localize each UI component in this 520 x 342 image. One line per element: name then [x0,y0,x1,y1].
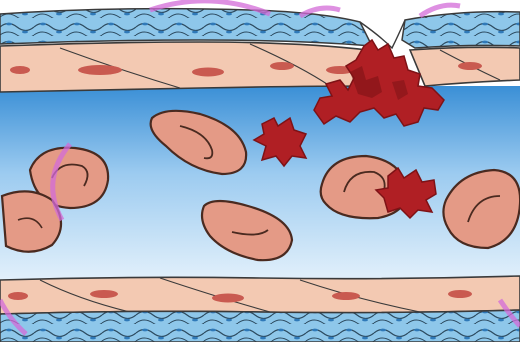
vessel-wall-icon [0,276,520,314]
bottom-endothelium-icon [0,310,520,342]
vessel-wall-icon [0,42,520,92]
